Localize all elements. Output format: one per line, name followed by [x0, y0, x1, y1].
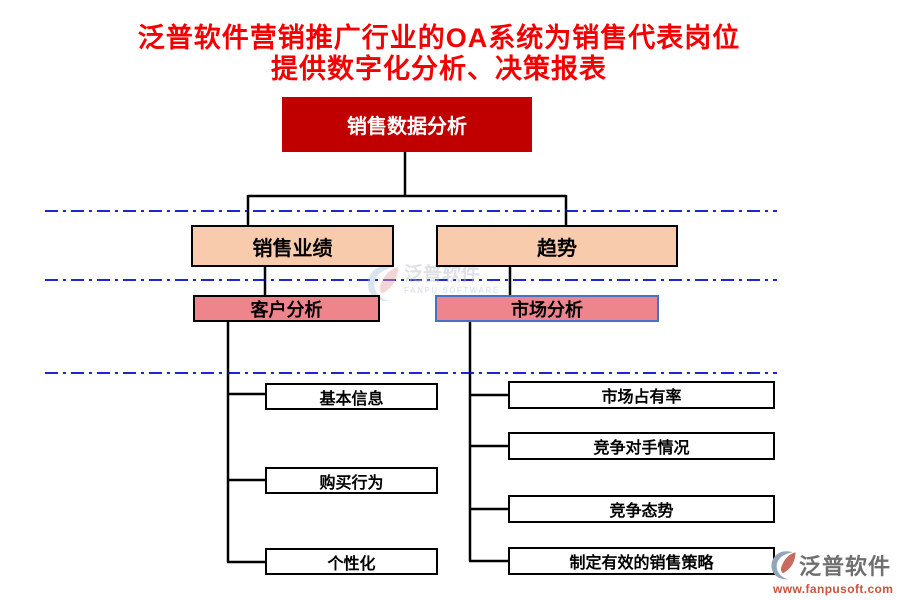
node-competitor-info: 竞争对手情况 [508, 432, 775, 460]
node-customer-analysis: 客户分析 [193, 295, 380, 322]
node-sales-strategy: 制定有效的销售策略 [508, 547, 775, 575]
node-market-analysis: 市场分析 [435, 295, 659, 322]
node-personalization: 个性化 [265, 548, 438, 575]
node-competitive-situation: 竞争态势 [508, 495, 775, 523]
node-buying-behavior: 购买行为 [265, 467, 438, 494]
node-market-share: 市场占有率 [508, 381, 775, 409]
node-sales-data-analysis: 销售数据分析 [282, 97, 532, 152]
page-title-line2: 提供数字化分析、决策报表 [271, 54, 607, 84]
page-title-line1: 泛普软件营销推广行业的OA系统为销售代表岗位 [137, 23, 741, 53]
footer-url: www.fanpusoft.com [773, 582, 894, 596]
node-sales-performance: 销售业绩 [191, 225, 394, 267]
footer-brand-text: 泛普软件 [799, 554, 892, 579]
node-trend: 趋势 [436, 225, 678, 267]
page-title: 泛普软件营销推广行业的OA系统为销售代表岗位 提供数字化分析、决策报表 [0, 23, 878, 85]
fanpu-logo-icon [771, 551, 796, 580]
footer-logo: 泛普软件 www.fanpusoft.com [770, 549, 895, 596]
node-basic-info: 基本信息 [265, 383, 438, 410]
